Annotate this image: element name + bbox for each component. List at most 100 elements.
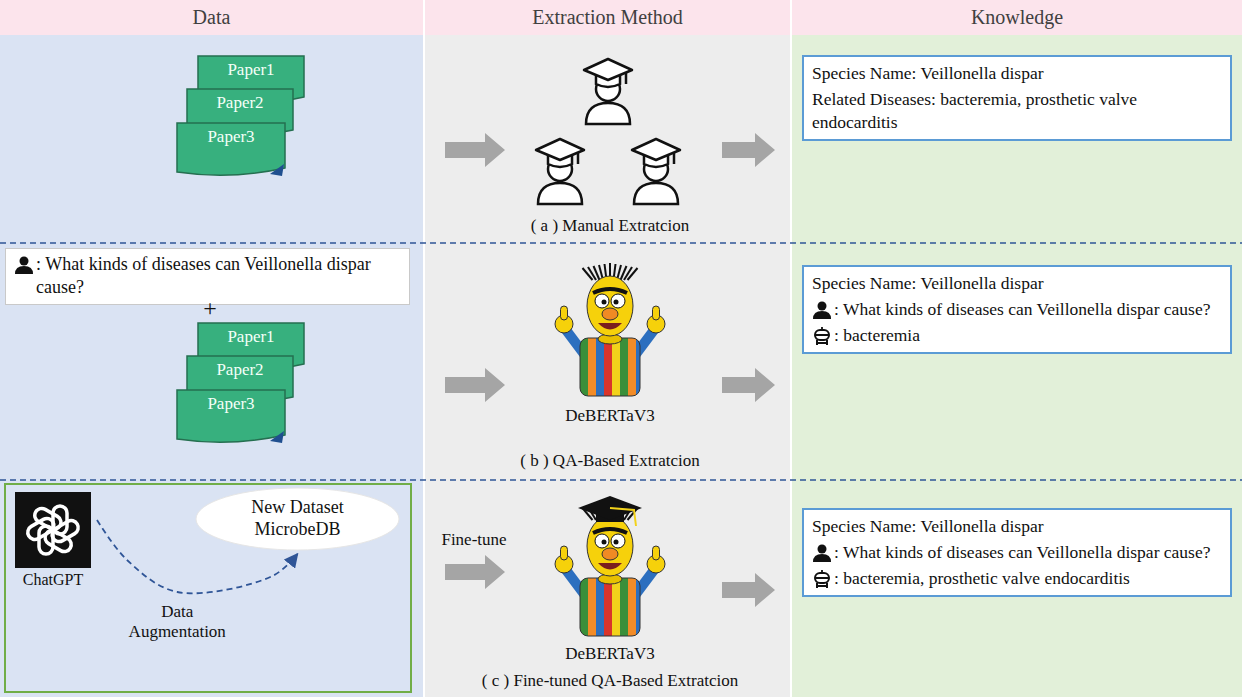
node-text: : bacteremia, prosthetic valve endocardi… xyxy=(834,567,1130,590)
drawn-line xyxy=(628,268,638,280)
caption-label: ( a ) Manual Extratcion xyxy=(470,216,750,236)
drawn-path xyxy=(610,508,636,526)
drawn-rect xyxy=(620,578,628,636)
person-icon xyxy=(14,255,34,275)
drawn-line xyxy=(594,266,600,280)
drawn-circle xyxy=(20,257,29,266)
drawn-rect xyxy=(580,578,640,636)
dataset-ellipse: New Dataset MicrobeDB xyxy=(195,487,400,551)
text-row: Species Name: Veillonella dispar xyxy=(812,62,1222,85)
drawn-rect xyxy=(561,546,568,560)
graduate-icon xyxy=(632,139,680,204)
caption-label: ( b ) QA-Based Extratcion xyxy=(470,451,750,471)
text-row: Paper2 xyxy=(186,93,294,113)
flow-arrow xyxy=(722,573,775,607)
robot-icon xyxy=(812,326,832,346)
text-row: : What kinds of diseases can Veillonella… xyxy=(812,298,1222,321)
drawn-rect xyxy=(612,578,620,636)
node-text: Species Name: Veillonella dispar xyxy=(812,515,1044,538)
text-row: : What kinds of diseases can Veillonella… xyxy=(14,253,401,300)
text-row: ChatGPT xyxy=(12,571,94,589)
node-text: Extraction Method xyxy=(532,0,683,35)
drawn-ellipse xyxy=(602,308,618,320)
data-column xyxy=(0,35,423,697)
text-row: Related Diseases: bacteremia, prosthetic… xyxy=(812,88,1222,134)
drawn-path xyxy=(817,583,827,588)
bert-mascot xyxy=(555,263,665,396)
drawn-rect xyxy=(636,338,640,396)
knowledge-box: Species Name: Veillonella dispar : What k… xyxy=(802,508,1232,597)
paper-document: Paper3 xyxy=(176,122,286,178)
drawn-rect xyxy=(815,573,829,583)
drawn-circle xyxy=(614,540,619,545)
drawn-path xyxy=(177,390,285,442)
caption-label: DeBERTaV3 xyxy=(520,644,700,664)
text-row: Paper1 xyxy=(197,60,305,80)
drawn-circle xyxy=(818,544,827,553)
drawn-path xyxy=(625,72,628,84)
node-text: ChatGPT xyxy=(23,571,83,589)
drawn-g xyxy=(25,506,81,554)
drawn-path xyxy=(538,183,582,204)
drawn-path xyxy=(673,152,676,164)
drawn-rect xyxy=(628,338,636,396)
drawn-path xyxy=(634,183,678,204)
drawn-path xyxy=(598,323,622,330)
text-row: : bacteremia, prosthetic valve endocardi… xyxy=(812,567,1222,590)
node-text: Paper1 xyxy=(227,327,274,347)
node-text: Paper2 xyxy=(216,93,263,113)
text-row: Species Name: Veillonella dispar xyxy=(812,272,1222,295)
knowledge-box: Species Name: Veillonella dispar : What k… xyxy=(802,265,1232,354)
drawn-polygon xyxy=(270,431,284,443)
drawn-g xyxy=(580,338,640,396)
knowledge-box: Species Name: Veillonella disparRelated … xyxy=(802,55,1232,141)
drawn-rect xyxy=(561,306,568,320)
text-row: Knowledge xyxy=(792,0,1242,35)
drawn-path xyxy=(577,152,580,164)
row-separator xyxy=(0,479,1242,481)
drawn-circle xyxy=(595,294,609,308)
drawn-rect xyxy=(604,338,612,396)
node-text: Species Name: Veillonella dispar xyxy=(812,62,1044,85)
column-header: Extraction Method xyxy=(425,0,790,35)
text-row: Paper2 xyxy=(186,360,294,380)
flow-arrow xyxy=(445,133,505,167)
drawn-rect xyxy=(628,578,636,636)
chatgpt-logo: ChatGPT xyxy=(12,492,94,591)
node-text: Paper3 xyxy=(207,394,254,414)
person-icon xyxy=(812,543,832,563)
drawn-rect xyxy=(596,338,604,396)
drawn-g xyxy=(580,578,640,636)
illustrations xyxy=(445,59,775,636)
flow-arrow xyxy=(722,368,775,402)
person-icon xyxy=(812,300,832,320)
text-row: : What kinds of diseases can Veillonella… xyxy=(812,541,1222,564)
drawn-circle xyxy=(602,300,607,305)
drawn-path xyxy=(15,266,33,274)
knowledge-column xyxy=(792,35,1242,697)
paper-document: Paper3 xyxy=(176,389,286,445)
drawn-circle xyxy=(611,534,625,548)
graduate-icon xyxy=(536,139,584,204)
node-text: Paper2 xyxy=(216,360,263,380)
drawn-ellipse xyxy=(587,276,633,336)
bert-mascot xyxy=(555,496,665,636)
node-text: : bacteremia xyxy=(834,324,920,347)
drawn-line xyxy=(815,334,829,336)
drawn-path xyxy=(593,289,627,293)
drawn-path xyxy=(817,340,827,345)
drawn-polygon xyxy=(270,164,284,176)
drawn-rect xyxy=(815,330,829,340)
node-text: : What kinds of diseases can Veillonella… xyxy=(36,253,401,300)
node-text: Species Name: Veillonella dispar xyxy=(812,272,1044,295)
graduate-icon xyxy=(584,59,632,124)
drawn-ellipse xyxy=(602,548,618,560)
robot-icon xyxy=(812,569,832,589)
drawn-path xyxy=(593,529,627,533)
drawn-circle xyxy=(602,540,607,545)
flow-arrow xyxy=(445,555,505,589)
drawn-rect xyxy=(612,338,620,396)
drawn-rect xyxy=(596,578,604,636)
